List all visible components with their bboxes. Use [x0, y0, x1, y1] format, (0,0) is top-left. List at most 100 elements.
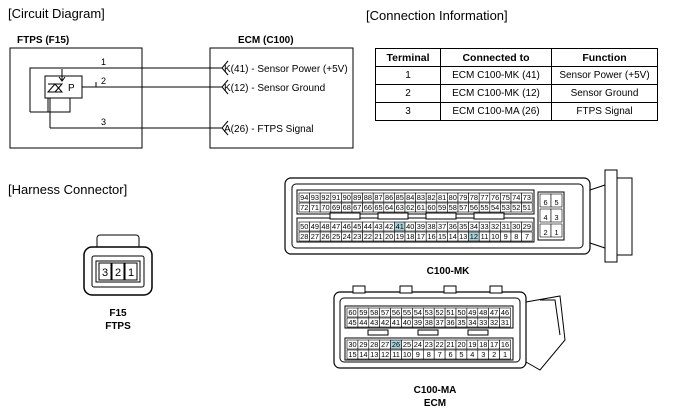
mk-pin-label: 46	[343, 222, 351, 231]
table-header: Connected to	[440, 48, 552, 67]
ma-pin-label: 41	[392, 318, 400, 327]
mk-pin-label: 38	[427, 222, 435, 231]
mk-pin-label: 93	[311, 193, 319, 202]
pin-label-2: K(12) - Sensor Ground	[224, 83, 325, 94]
mk-pin-label: 50	[300, 222, 308, 231]
f15-label: F15	[109, 308, 127, 319]
pin-label-1: K(41) - Sensor Power (+5V)	[224, 64, 348, 75]
ma-pin-label: 35	[457, 318, 465, 327]
ma-pin-label: 55	[403, 308, 411, 317]
mk-pin-label: 64	[385, 203, 393, 212]
mk-pin-51	[521, 202, 533, 213]
mk-pin-label: 83	[417, 193, 425, 202]
mk-pin-label: 14	[449, 232, 457, 241]
mk-pin-label: 35	[459, 222, 467, 231]
ma-pin-label: 24	[414, 340, 422, 349]
mk-pin-label: 94	[300, 193, 308, 202]
mk-pin-label: 47	[332, 222, 340, 231]
mk-pin-label: 53	[502, 203, 510, 212]
ma-pin-label: 43	[370, 318, 378, 327]
mk-pin-label: 11	[481, 232, 489, 241]
ma-pin-label: 28	[370, 340, 378, 349]
wire-num-3: 3	[101, 117, 106, 127]
mk-pin-29	[521, 221, 533, 232]
ma-pin-label: 9	[416, 350, 420, 359]
mk-pin-label: 85	[396, 193, 404, 202]
mk-pin-73	[521, 192, 533, 203]
mk-pin-label: 52	[512, 203, 520, 212]
mk-pin-label: 17	[417, 232, 425, 241]
table-row: 3 ECM C100-MA (26) FTPS Signal	[375, 102, 658, 121]
mk-pin-label: 71	[311, 203, 319, 212]
mk-pin-label: 91	[332, 193, 340, 202]
mk-pin-label: 33	[480, 222, 488, 231]
mk-pin-label: 88	[364, 193, 372, 202]
mk-pin-label: 15	[438, 232, 446, 241]
ma-pin-label: 30	[348, 340, 356, 349]
mk-pin-label: 87	[374, 193, 382, 202]
pressure-sensor-icon: P	[44, 69, 83, 99]
mk-pin-label: 12	[470, 232, 478, 241]
ma-pin-label: 21	[446, 340, 454, 349]
mk-pin-label: 79	[459, 193, 467, 202]
ma-pin-label: 15	[348, 350, 356, 359]
mk-pin-label: 24	[343, 232, 351, 241]
ma-pin-label: 20	[457, 340, 465, 349]
mk-pin-label: 92	[321, 193, 329, 202]
mk-pin-label: 89	[353, 193, 361, 202]
ma-pin-label: 49	[468, 308, 476, 317]
ma-pin-label: 51	[446, 308, 454, 317]
mk-pin-label: 75	[502, 193, 510, 202]
mk-pin-label: 56	[470, 203, 478, 212]
mk-pin-label: 16	[427, 232, 435, 241]
ma-pin-label: 37	[436, 318, 444, 327]
mk-pin-label: 28	[300, 232, 308, 241]
mk-pin-label: 61	[417, 203, 425, 212]
mk-pin-label: 60	[427, 203, 435, 212]
mk-pin-label: 19	[396, 232, 404, 241]
mk-side-pin-3	[550, 208, 563, 223]
mk-pin-label: 40	[406, 222, 414, 231]
mk-pin-label: 23	[353, 232, 361, 241]
mk-pin-label: 63	[396, 203, 404, 212]
mk-pin-label: 30	[512, 222, 520, 231]
table-cell: Sensor Ground	[551, 84, 658, 103]
table-cell: ECM C100-MK (41)	[440, 66, 552, 85]
mk-pin-label: 44	[364, 222, 372, 231]
mk-pin-label: 9	[504, 232, 508, 241]
mk-side-pin-label: 1	[554, 228, 558, 237]
ma-pin-label: 2	[492, 350, 496, 359]
ma-pin-label: 26	[392, 340, 400, 349]
mk-pin-label: 20	[385, 232, 393, 241]
mk-pin-label: 73	[523, 193, 531, 202]
ma-pin-31	[499, 317, 511, 328]
ma-pin-label: 40	[403, 318, 411, 327]
mk-pin-7	[521, 231, 533, 242]
mk-pin-label: 76	[491, 193, 499, 202]
mk-pin-label: 36	[449, 222, 457, 231]
f15-connector: 3 2 1	[83, 234, 153, 296]
ma-pin-label: 58	[370, 308, 378, 317]
mk-pin-label: 54	[491, 203, 499, 212]
ma-pin-label: 44	[359, 318, 367, 327]
c100-ma-label: C100-MA	[413, 385, 457, 396]
ma-pin-label: 56	[392, 308, 400, 317]
mk-pin-label: 7	[525, 232, 529, 241]
ma-pin-label: 17	[490, 340, 498, 349]
ma-pin-label: 8	[427, 350, 431, 359]
mk-pin-label: 42	[385, 222, 393, 231]
mk-pin-label: 78	[470, 193, 478, 202]
ma-pin-label: 36	[446, 318, 454, 327]
mk-pin-label: 26	[321, 232, 329, 241]
mk-side-pin-label: 6	[543, 198, 547, 207]
ecm-box	[209, 47, 354, 149]
mk-pin-label: 25	[332, 232, 340, 241]
ma-pin-label: 52	[436, 308, 444, 317]
pin-label-3: A(26) - FTPS Signal	[224, 124, 313, 135]
table-cell: 1	[375, 66, 441, 85]
mk-pin-label: 68	[343, 203, 351, 212]
ma-pin-label: 12	[381, 350, 389, 359]
ecm-label: ECM (C100)	[238, 35, 294, 46]
mk-pin-label: 18	[406, 232, 414, 241]
